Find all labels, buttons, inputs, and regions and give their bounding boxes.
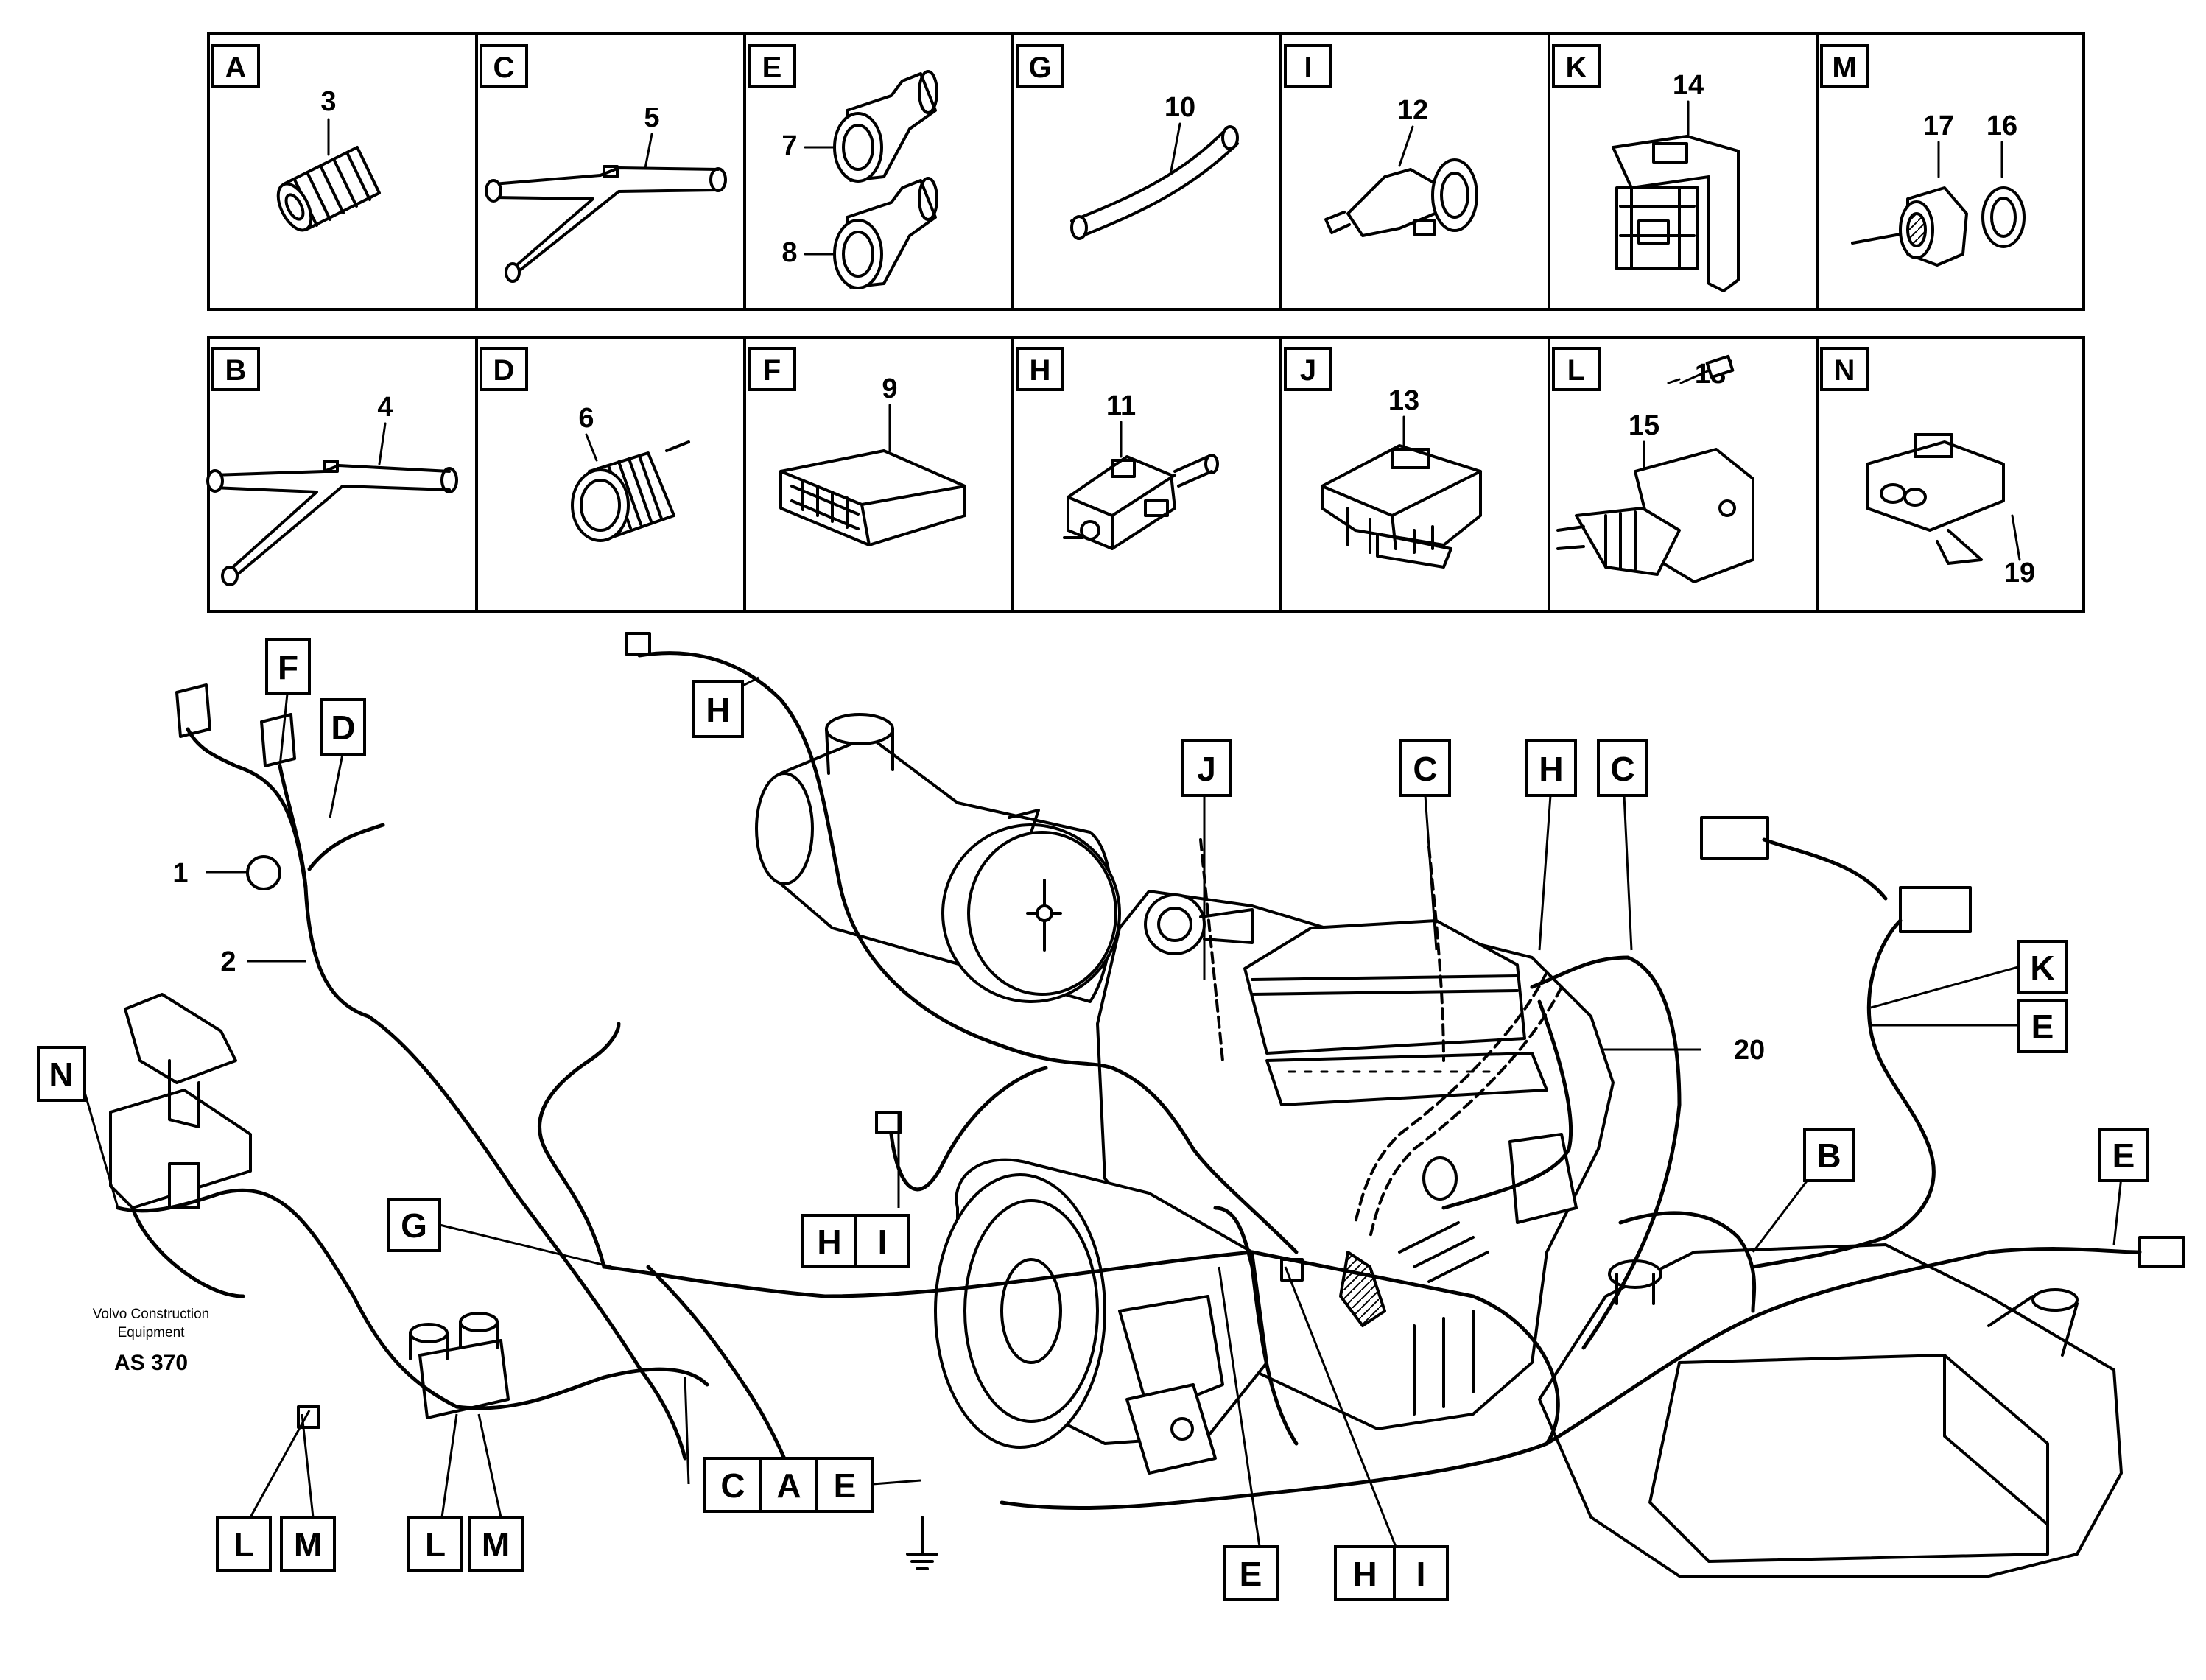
callout-L2: L xyxy=(425,1525,446,1564)
sensor-right xyxy=(2138,1236,2185,1268)
panel-letter-D: D xyxy=(493,354,515,387)
panel-letter-J: J xyxy=(1300,354,1316,387)
part-number-5: 5 xyxy=(644,102,659,133)
callout-I-bottom: I xyxy=(1416,1555,1426,1593)
panel-letter-H: H xyxy=(1030,354,1051,387)
panel-letter-G: G xyxy=(1028,52,1051,84)
cable-gland-part-M xyxy=(1851,141,2026,267)
hose-part-G xyxy=(1070,122,1239,240)
panel-letter-F: F xyxy=(763,354,781,387)
callout-M1: M xyxy=(294,1525,322,1564)
sleeve-part-A xyxy=(276,118,381,232)
relay-socket-part-K xyxy=(1612,100,1740,292)
part-number-13: 13 xyxy=(1388,385,1419,416)
fuel-tank xyxy=(1538,1243,2123,1578)
small-connector-part-H xyxy=(1063,421,1219,550)
callout-L1: L xyxy=(233,1525,254,1564)
panel-letter-M: M xyxy=(1832,52,1856,84)
accelerator-pedal xyxy=(109,993,252,1209)
lamp-unit-2 xyxy=(1899,886,1972,933)
angled-connector-part-I xyxy=(1324,125,1478,237)
grommet-part-D xyxy=(571,433,690,542)
panel-letter-E: E xyxy=(762,52,782,84)
part-number-2: 2 xyxy=(220,946,236,977)
leader-lines xyxy=(83,676,2123,1547)
part-number-17: 17 xyxy=(1923,110,1954,141)
callout-E-cae: E xyxy=(834,1466,857,1505)
part-number-12: 12 xyxy=(1397,95,1428,126)
panel-letter-C: C xyxy=(493,52,515,84)
part-number-1: 1 xyxy=(172,858,188,889)
callout-M2: M xyxy=(482,1525,510,1564)
panel-letter-N: N xyxy=(1834,354,1855,387)
flywheel-housing xyxy=(934,1158,1268,1475)
part-number-19: 19 xyxy=(2004,558,2035,588)
callout-C-right: C xyxy=(1610,750,1634,788)
part-number-10: 10 xyxy=(1165,92,1195,123)
wiring-harness xyxy=(116,651,2142,1510)
connector-housing-part-N xyxy=(1866,433,2021,565)
callout-H-bottom: H xyxy=(1352,1555,1377,1593)
caption-block: Volvo Construction Equipment AS 370 xyxy=(93,1307,209,1375)
callout-E-right2: E xyxy=(2112,1136,2135,1175)
switch-assembly xyxy=(409,1312,510,1419)
y-breakout-part-B xyxy=(206,422,458,586)
callout-E-bottom: E xyxy=(1240,1555,1262,1593)
callout-H-hi: H xyxy=(817,1223,841,1261)
part-number-6: 6 xyxy=(578,403,594,434)
callout-G: G xyxy=(401,1206,427,1245)
part-number-20: 20 xyxy=(1734,1035,1765,1066)
part-number-14: 14 xyxy=(1673,70,1704,101)
callout-N: N xyxy=(49,1055,73,1094)
part-number-3: 3 xyxy=(320,86,336,117)
connector-top xyxy=(625,632,651,656)
caption-company-2: Equipment xyxy=(118,1325,186,1340)
plug-1 xyxy=(246,855,281,890)
callout-H-right: H xyxy=(1539,750,1563,788)
air-cleaner xyxy=(755,713,1121,1003)
callout-C-mid: C xyxy=(1413,750,1437,788)
callout-H-top: H xyxy=(706,691,730,729)
part-number-15: 15 xyxy=(1629,410,1659,441)
panel-letter-K: K xyxy=(1566,52,1587,84)
lamp-unit-1 xyxy=(1700,816,1769,860)
callout-boxes xyxy=(37,638,2149,1601)
connector-block-part-F xyxy=(779,404,966,546)
engine-harness-routing xyxy=(1199,838,1563,1239)
callout-C-cae: C xyxy=(720,1466,745,1505)
detail-panels xyxy=(207,32,2085,613)
sensor-diode-part-L xyxy=(1556,354,1754,583)
part-number-8: 8 xyxy=(781,237,797,268)
callout-J: J xyxy=(1197,750,1216,788)
callout-D: D xyxy=(331,709,355,747)
caption-code: AS 370 xyxy=(114,1351,188,1375)
connector-part-J xyxy=(1321,415,1482,569)
connector-hi xyxy=(875,1111,902,1134)
caption-company: Volvo Construction xyxy=(93,1307,209,1322)
panel-letter-A: A xyxy=(225,52,247,84)
callout-E-right1: E xyxy=(2031,1008,2054,1046)
part-number-9: 9 xyxy=(882,373,897,404)
part-number-16: 16 xyxy=(1987,110,2017,141)
callout-A-cae: A xyxy=(776,1466,801,1505)
part-number-4: 4 xyxy=(377,392,393,423)
top-panel-frame xyxy=(207,32,2085,311)
boot-connectors-part-E xyxy=(804,70,938,289)
callout-K: K xyxy=(2030,949,2054,987)
y-breakout-part-C xyxy=(485,133,727,283)
callout-F: F xyxy=(278,648,298,686)
panel-letter-B: B xyxy=(225,354,247,387)
panel-letter-I: I xyxy=(1304,52,1312,84)
callout-B: B xyxy=(1816,1136,1841,1175)
ground-symbol xyxy=(906,1516,938,1570)
callout-I-hi: I xyxy=(878,1223,888,1261)
connectors-f xyxy=(175,683,296,767)
panel-letter-L: L xyxy=(1567,354,1585,387)
part-number-11: 11 xyxy=(1106,390,1136,421)
part-number-7: 7 xyxy=(781,130,797,161)
